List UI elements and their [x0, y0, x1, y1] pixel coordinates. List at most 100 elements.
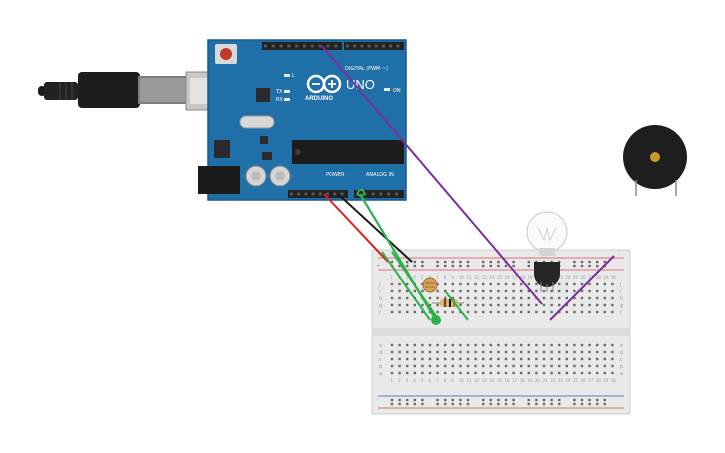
breadboard-hole[interactable]	[527, 350, 530, 354]
breadboard-hole[interactable]	[489, 402, 492, 406]
breadboard-hole[interactable]	[596, 264, 599, 268]
breadboard-hole[interactable]	[459, 260, 462, 264]
breadboard-hole[interactable]	[580, 350, 584, 354]
breadboard-hole[interactable]	[580, 343, 584, 347]
breadboard-hole[interactable]	[482, 282, 485, 286]
breadboard-hole[interactable]	[527, 296, 530, 300]
breadboard-hole[interactable]	[527, 398, 530, 402]
breadboard-hole[interactable]	[451, 350, 454, 354]
breadboard-hole[interactable]	[398, 289, 401, 293]
breadboard-hole[interactable]	[512, 303, 515, 307]
breadboard-hole[interactable]	[398, 310, 401, 314]
breadboard-hole[interactable]	[520, 371, 523, 375]
breadboard-hole[interactable]	[603, 402, 606, 406]
breadboard-hole[interactable]	[504, 364, 508, 368]
breadboard-hole[interactable]	[428, 371, 432, 375]
breadboard-hole[interactable]	[596, 289, 599, 293]
breadboard-hole[interactable]	[444, 289, 447, 293]
breadboard-hole[interactable]	[413, 357, 416, 361]
breadboard-hole[interactable]	[421, 402, 424, 406]
breadboard-hole[interactable]	[580, 296, 584, 300]
breadboard-hole[interactable]	[497, 260, 500, 264]
breadboard-hole[interactable]	[482, 350, 485, 354]
breadboard-hole[interactable]	[482, 402, 485, 406]
breadboard-hole[interactable]	[489, 343, 492, 347]
wire-green-3[interactable]	[391, 251, 437, 317]
header-pin[interactable]	[303, 44, 306, 48]
breadboard-hole[interactable]	[603, 371, 606, 375]
wire-endpoint-a0[interactable]	[357, 189, 365, 197]
header-pin[interactable]	[396, 44, 400, 48]
breadboard-hole[interactable]	[504, 289, 508, 293]
breadboard-hole[interactable]	[436, 350, 439, 354]
breadboard-hole[interactable]	[436, 371, 439, 375]
breadboard-hole[interactable]	[497, 289, 500, 293]
breadboard-hole[interactable]	[398, 357, 401, 361]
breadboard-hole[interactable]	[558, 303, 561, 307]
breadboard-hole[interactable]	[550, 364, 553, 368]
breadboard-hole[interactable]	[406, 371, 409, 375]
breadboard-hole[interactable]	[527, 357, 530, 361]
breadboard-hole[interactable]	[565, 282, 568, 286]
breadboard-hole[interactable]	[489, 303, 492, 307]
breadboard-hole[interactable]	[428, 343, 432, 347]
breadboard-hole[interactable]	[603, 260, 606, 264]
breadboard-hole[interactable]	[596, 398, 599, 402]
breadboard-hole[interactable]	[512, 371, 515, 375]
breadboard-hole[interactable]	[413, 289, 416, 293]
breadboard-hole[interactable]	[504, 310, 508, 314]
breadboard-hole[interactable]	[535, 398, 538, 402]
breadboard-hole[interactable]	[421, 264, 424, 268]
breadboard-hole[interactable]	[489, 260, 492, 264]
breadboard-hole[interactable]	[611, 282, 614, 286]
breadboard-hole[interactable]	[512, 296, 515, 300]
breadboard-hole[interactable]	[512, 343, 515, 347]
wire-green-4[interactable]	[445, 291, 469, 321]
breadboard-hole[interactable]	[436, 364, 439, 368]
breadboard-hole[interactable]	[421, 371, 424, 375]
breadboard-hole[interactable]	[398, 343, 401, 347]
breadboard-hole[interactable]	[504, 371, 508, 375]
breadboard-hole[interactable]	[520, 350, 523, 354]
breadboard-hole[interactable]	[444, 310, 447, 314]
breadboard-hole[interactable]	[398, 364, 401, 368]
wires[interactable]	[321, 45, 615, 325]
power-jack[interactable]	[198, 166, 240, 194]
header-pin[interactable]	[395, 192, 398, 196]
breadboard-hole[interactable]	[497, 357, 500, 361]
breadboard-hole[interactable]	[482, 398, 485, 402]
breadboard-hole[interactable]	[413, 402, 416, 406]
breadboard-hole[interactable]	[542, 371, 546, 375]
breadboard-hole[interactable]	[596, 296, 599, 300]
breadboard-hole[interactable]	[406, 264, 409, 268]
breadboard-hole[interactable]	[596, 303, 599, 307]
breadboard-hole[interactable]	[421, 350, 424, 354]
breadboard-hole[interactable]	[428, 296, 432, 300]
breadboard-hole[interactable]	[482, 260, 485, 264]
breadboard-hole[interactable]	[550, 357, 553, 361]
breadboard-hole[interactable]	[390, 398, 394, 402]
breadboard-hole[interactable]	[459, 402, 462, 406]
breadboard-hole[interactable]	[390, 371, 394, 375]
breadboard-hole[interactable]	[542, 289, 546, 293]
breadboard-hole[interactable]	[573, 303, 576, 307]
breadboard-hole[interactable]	[428, 364, 432, 368]
breadboard-hole[interactable]	[512, 364, 515, 368]
breadboard-hole[interactable]	[466, 343, 470, 347]
breadboard-hole[interactable]	[550, 350, 553, 354]
breadboard-hole[interactable]	[451, 289, 454, 293]
breadboard-hole[interactable]	[413, 343, 416, 347]
breadboard-hole[interactable]	[466, 402, 470, 406]
breadboard-hole[interactable]	[444, 296, 447, 300]
breadboard-hole[interactable]	[428, 303, 432, 307]
breadboard-hole[interactable]	[406, 398, 409, 402]
breadboard-hole[interactable]	[580, 364, 584, 368]
header-pin[interactable]	[333, 192, 337, 196]
breadboard-hole[interactable]	[504, 357, 508, 361]
breadboard-hole[interactable]	[542, 357, 546, 361]
breadboard-hole[interactable]	[444, 371, 447, 375]
breadboard-hole[interactable]	[436, 357, 439, 361]
breadboard-hole[interactable]	[489, 357, 492, 361]
breadboard-hole[interactable]	[390, 364, 394, 368]
breadboard-hole[interactable]	[474, 303, 477, 307]
